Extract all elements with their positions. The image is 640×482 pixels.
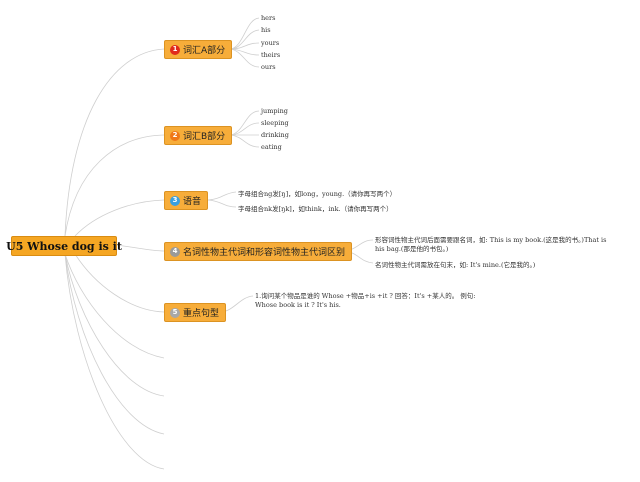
branch-vocab-b[interactable]: 2 词汇B部分 <box>164 126 233 145</box>
number-badge-icon: 1 <box>170 44 180 55</box>
branch-label: 重点句型 <box>183 309 220 319</box>
branch-label: 词汇B部分 <box>183 132 226 142</box>
root-label: U5 Whose dog is it <box>6 239 122 253</box>
branch-label: 语音 <box>183 197 202 207</box>
branch-phonics[interactable]: 3 语音 <box>164 191 209 210</box>
branch-possessive-pronouns[interactable]: 4 名词性物主代词和形容词性物主代词区别 <box>164 242 353 261</box>
leaf-item[interactable]: jumping <box>261 107 288 115</box>
leaf-item[interactable]: hers <box>261 14 276 22</box>
number-badge-icon: 4 <box>170 246 180 257</box>
leaf-item[interactable]: drinking <box>261 131 289 139</box>
leaf-item[interactable]: yours <box>261 39 280 47</box>
leaf-item[interactable]: eating <box>261 143 282 151</box>
branch-vocab-a[interactable]: 1 词汇A部分 <box>164 40 233 59</box>
leaf-note[interactable]: 1.询问某个物品是谁的 Whose +物品+is +it ? 回答：It's +… <box>255 292 476 309</box>
leaf-item[interactable]: 字母组合ng发[ŋ]，如long，young.（请你再写两个） <box>238 190 397 198</box>
number-badge-icon: 3 <box>170 195 180 206</box>
leaf-item[interactable]: ours <box>261 63 276 71</box>
leaf-item[interactable]: sleeping <box>261 119 289 127</box>
leaf-item[interactable]: his <box>261 26 271 34</box>
branch-label: 名词性物主代词和形容词性物主代词区别 <box>183 248 346 258</box>
number-badge-icon: 2 <box>170 130 180 141</box>
leaf-item[interactable]: theirs <box>261 51 281 59</box>
root-node[interactable]: U5 Whose dog is it <box>6 236 122 256</box>
branch-key-sentences[interactable]: 5 重点句型 <box>164 303 227 322</box>
leaf-item[interactable]: 字母组合nk发[ŋk]，如think，ink.（请你再写两个） <box>238 205 393 213</box>
leaf-item[interactable]: 名词性物主代词需放在句末，如: It's mine.(它是我的。) <box>375 261 536 269</box>
leaf-note[interactable]: 形容词性物主代词后面需要跟名词，如: This is my book.(这是我的… <box>375 236 607 253</box>
number-badge-icon: 5 <box>170 307 180 318</box>
branch-label: 词汇A部分 <box>183 46 226 56</box>
